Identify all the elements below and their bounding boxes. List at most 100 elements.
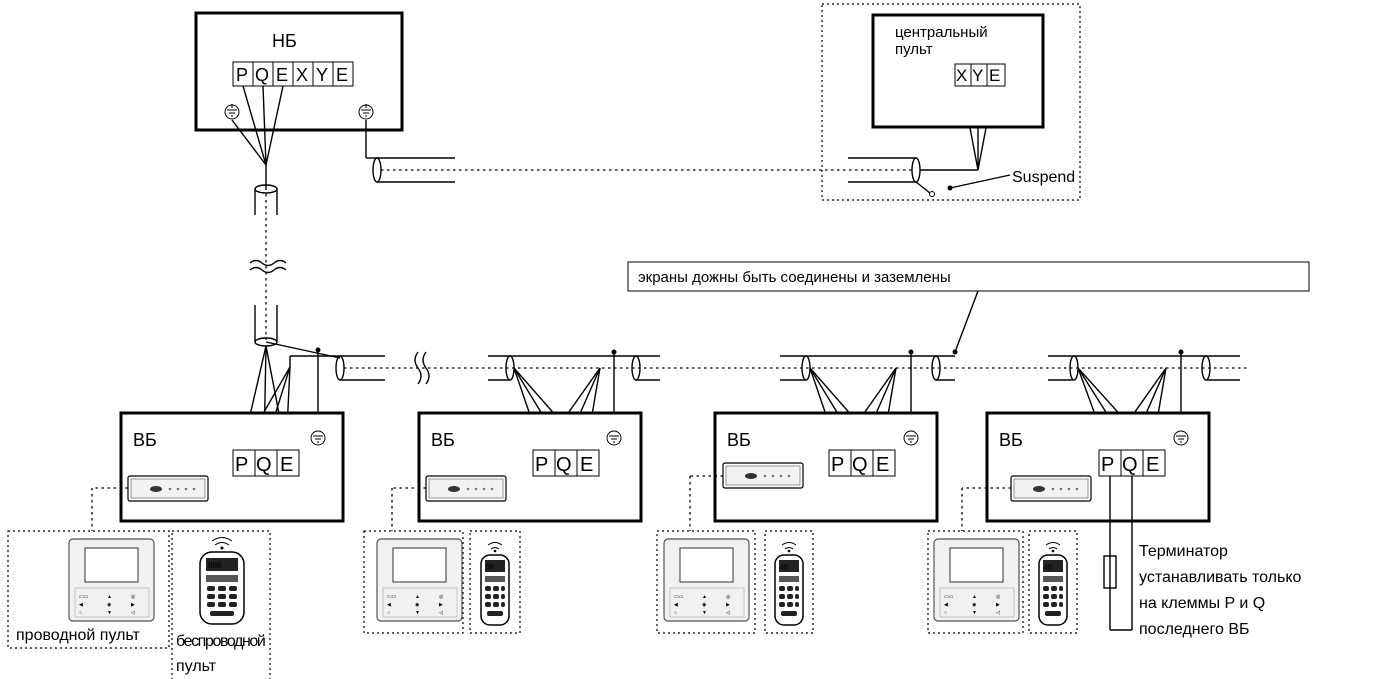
svg-text:▼: ▼	[972, 610, 977, 616]
indoor-unit-2: ВБ P Q E	[417, 349, 660, 523]
wired-controller: ▭▭ ▲ ◎ ◀ ◉ ▶ ○ ▼ ◁	[663, 538, 750, 622]
svg-text:◉: ◉	[415, 602, 420, 608]
wireless-remote: 88	[774, 542, 804, 626]
indoor-unit-label: ВБ	[727, 430, 751, 450]
svg-text:88: 88	[780, 564, 788, 571]
display-panel	[722, 462, 804, 489]
central-controller-area: центральный пульт X Y E Suspend	[821, 3, 1081, 201]
svg-text:◀: ◀	[944, 602, 948, 608]
terminal-label: E	[336, 65, 348, 85]
central-terminal-block: X Y E	[954, 63, 1006, 87]
svg-text:88: 88	[1044, 564, 1052, 571]
terminal-label: Y	[316, 65, 328, 85]
ground-icon	[606, 430, 622, 446]
indoor-unit-label: ВБ	[999, 430, 1023, 450]
terminal-label: E	[876, 454, 889, 476]
terminator-resistor	[1103, 476, 1133, 631]
svg-text:○: ○	[79, 610, 82, 616]
svg-text:◀: ◀	[674, 602, 678, 608]
terminal-label: Q	[852, 454, 868, 476]
svg-text:◁: ◁	[726, 610, 730, 616]
terminal-label: E	[276, 65, 288, 85]
display-panel	[425, 475, 507, 502]
svg-text:○: ○	[387, 610, 390, 616]
svg-text:◉: ◉	[702, 602, 707, 608]
outdoor-unit-terminal-block: P Q E X Y E	[232, 61, 354, 87]
central-controller-label: центральный	[895, 24, 988, 41]
terminal-label: E	[580, 454, 593, 476]
terminal-label: E	[989, 66, 1000, 85]
terminal-label: P	[236, 65, 248, 85]
controller-group-3: ▭▭ ▲ ◎ ◀ ◉ ▶ ○ ▼ ◁ 88	[656, 530, 814, 634]
svg-text:◉: ◉	[972, 602, 977, 608]
indoor-unit-label: ВБ	[431, 430, 455, 450]
svg-text:▭▭: ▭▭	[674, 594, 684, 600]
svg-text:▶: ▶	[439, 602, 443, 608]
svg-text:○: ○	[944, 610, 947, 616]
terminator-note-line-2: устанавливать только	[1139, 569, 1302, 586]
terminal-label: E	[1146, 454, 1159, 476]
wired-controller-label: проводной пульт	[16, 627, 141, 644]
svg-text:◁: ◁	[996, 610, 1000, 616]
indoor-unit-1: ВБ P Q E	[119, 345, 345, 523]
svg-text:▼: ▼	[415, 610, 420, 616]
indoor-unit-3: ВБ P Q E	[713, 349, 955, 523]
svg-text:▭▭: ▭▭	[944, 594, 954, 600]
terminal-label: Q	[556, 454, 572, 476]
ground-icon	[310, 430, 326, 446]
svg-text:▲: ▲	[415, 594, 420, 600]
svg-text:▼: ▼	[702, 610, 707, 616]
shield-note: экраны дожны быть соединены и заземлены	[627, 261, 1310, 355]
suspend-label: Suspend	[1012, 169, 1075, 186]
terminal-label: P	[1101, 454, 1114, 476]
display-panel	[127, 475, 209, 502]
controller-group-2: ▭▭▲◎ ◀◉▶ ○▼◁ 88	[363, 530, 521, 634]
terminator-note-line-1: Терминатор	[1139, 543, 1228, 560]
svg-text:◎: ◎	[131, 594, 136, 600]
outdoor-unit-label: НБ	[272, 31, 297, 51]
svg-text:▲: ▲	[702, 594, 707, 600]
wireless-remote: 88	[480, 542, 510, 626]
ground-icon	[358, 104, 374, 120]
svg-text:◀: ◀	[79, 602, 83, 608]
terminal-label: Q	[1122, 454, 1138, 476]
display-panel	[1010, 475, 1092, 502]
bus-line	[265, 341, 1250, 385]
svg-text:▼: ▼	[107, 610, 112, 616]
svg-text:○: ○	[674, 610, 677, 616]
central-controller-label-2: пульт	[895, 41, 933, 58]
svg-text:▶: ▶	[726, 602, 730, 608]
svg-text:88: 88	[486, 564, 494, 571]
terminal-label: X	[296, 65, 308, 85]
svg-text:◁: ◁	[131, 610, 135, 616]
svg-text:▭▭: ▭▭	[387, 594, 397, 600]
svg-text:▭▭: ▭▭	[79, 594, 89, 600]
ground-icon	[1173, 430, 1189, 446]
indoor-unit-label: ВБ	[133, 430, 157, 450]
svg-text:◎: ◎	[726, 594, 731, 600]
controller-group-4: ▭▭ ▲ ◎ ◀ ◉ ▶ ○ ▼ ◁ 88	[927, 530, 1078, 634]
outdoor-cable	[231, 85, 287, 347]
terminator-note-line-3: на клеммы P и Q	[1139, 595, 1265, 612]
terminal-label: Q	[256, 454, 272, 476]
svg-text:888: 888	[208, 561, 222, 570]
terminal-label: Q	[255, 65, 269, 85]
wireless-remote: 888	[199, 537, 245, 625]
wired-controller: ▭▭▲◎ ◀◉▶ ○▼◁	[68, 538, 155, 622]
wireless-controller-label: беспроводной	[176, 633, 265, 650]
terminal-label: X	[956, 66, 967, 85]
wireless-remote: 88	[1038, 542, 1068, 626]
svg-text:◎: ◎	[996, 594, 1001, 600]
outdoor-unit: НБ P Q E X Y E	[194, 11, 404, 132]
ground-icon	[224, 104, 240, 120]
svg-text:▶: ▶	[996, 602, 1000, 608]
svg-text:◁: ◁	[439, 610, 443, 616]
svg-text:▶: ▶	[131, 602, 135, 608]
wired-controller: ▭▭▲◎ ◀◉▶ ○▼◁	[376, 538, 463, 622]
svg-text:◀: ◀	[387, 602, 391, 608]
wired-controller: ▭▭ ▲ ◎ ◀ ◉ ▶ ○ ▼ ◁	[933, 538, 1020, 622]
svg-text:◉: ◉	[107, 602, 112, 608]
terminal-label: P	[831, 454, 844, 476]
svg-text:▲: ▲	[972, 594, 977, 600]
